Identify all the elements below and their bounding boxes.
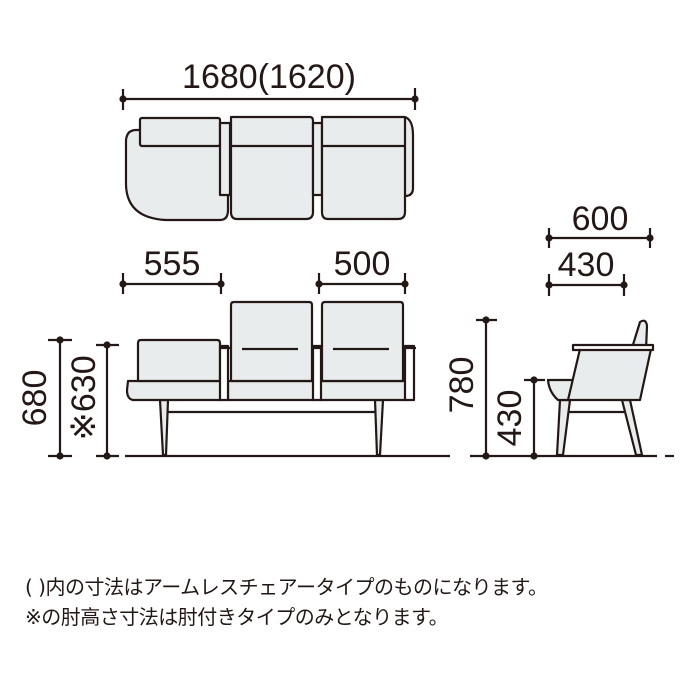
seat-depth-dimension-line (545, 274, 628, 296)
side-armrest (571, 343, 655, 352)
arm-height-label: ※630 (65, 355, 103, 440)
notes: ( )内の寸法はアームレスチェアータイプのものになります。 ※の肘高さ寸法は肘付… (25, 572, 548, 632)
front-right-back (320, 300, 405, 383)
top-width-label: 1680(1620) (182, 58, 356, 96)
seat-depth-label: 430 (558, 246, 615, 284)
seat-dimension-line (315, 273, 409, 294)
front-total-height-label: 680 (16, 370, 54, 427)
side-total-height-dimension-line (476, 316, 497, 460)
front-left-leg (158, 398, 170, 457)
left-seat-width-label: 555 (144, 245, 201, 283)
depth-label: 600 (572, 200, 629, 238)
top-left-back (138, 116, 222, 148)
front-middle-back (229, 300, 314, 383)
total-height-dimension-line (48, 336, 72, 460)
side-total-height-label: 780 (443, 357, 481, 414)
side-backrest (630, 319, 649, 352)
note-arm-height: ※の肘高さ寸法は肘付きタイプのみとなります。 (25, 605, 449, 629)
side-seat-height-label: 430 (491, 390, 529, 447)
top-right-seat (320, 115, 415, 221)
arm-height-dimension-line (96, 341, 119, 460)
front-divider-2 (311, 344, 323, 402)
front-left-back (136, 338, 222, 383)
front-divider-1 (218, 344, 230, 402)
note-armless: ( )内の寸法はアームレスチェアータイプのものになります。 (25, 575, 548, 599)
side-view (470, 228, 674, 460)
left-seat-dimension-line (119, 273, 225, 294)
top-view (119, 88, 419, 222)
front-middle-seat (226, 379, 316, 402)
front-view (48, 273, 450, 460)
side-arm-body (566, 347, 653, 402)
side-back-leg (620, 398, 644, 457)
width-dimension-line (119, 88, 419, 110)
depth-dimension-line (545, 228, 654, 248)
top-middle-seat (229, 115, 315, 221)
top-divider-1 (218, 121, 232, 197)
front-right-seat (318, 379, 408, 402)
front-left-seat (125, 379, 223, 402)
front-right-leg (373, 398, 385, 457)
side-front-leg (555, 398, 572, 457)
seat-width-label: 500 (334, 245, 391, 283)
top-divider-2 (311, 121, 324, 197)
top-left-seat (124, 125, 230, 222)
front-right-arm (403, 344, 416, 402)
